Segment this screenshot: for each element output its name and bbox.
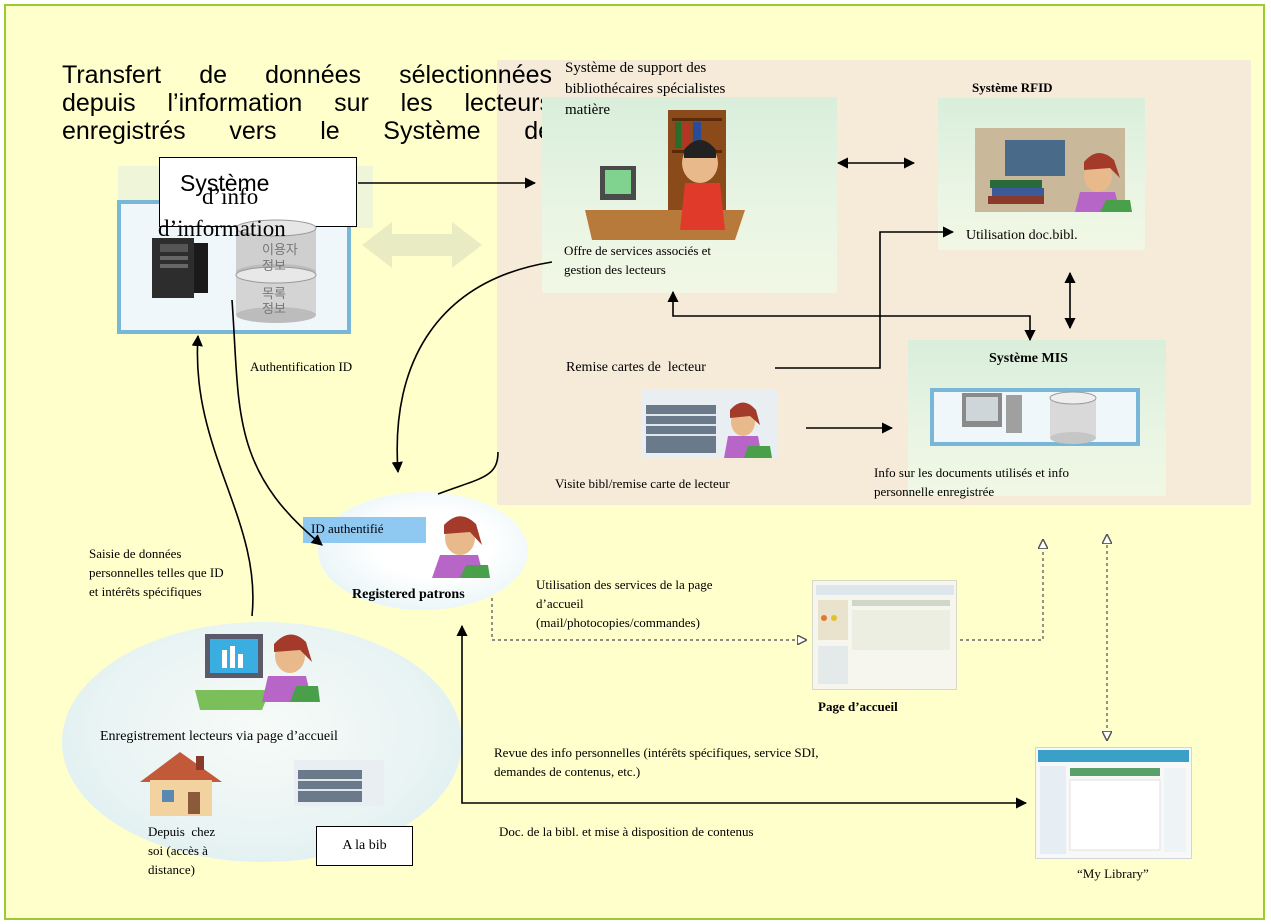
library-building-visit-illustration [641, 390, 777, 458]
depuis-label: Depuis chez soi (accès à distance) [148, 824, 216, 877]
arrow-patrons-mylibrary [456, 624, 1028, 809]
visite-bibl-label: Visite bibl/remise carte de lecteur [555, 476, 730, 491]
info-label-overflow: d’information [158, 216, 286, 241]
user-at-computer-icon [195, 634, 320, 710]
doc-bibl-label: Doc. de la bibl. et mise à disposition d… [499, 824, 754, 839]
dotted-arrows [491, 535, 1107, 740]
registered-patrons-label: Registered patrons [352, 587, 465, 602]
info-label-line2: d’info [202, 184, 258, 209]
db-label-catalog: 목록 [262, 286, 286, 301]
mis-system-title: Système MIS [989, 351, 1068, 366]
remise-cartes-label: Remise cartes de lecteur [566, 360, 706, 375]
db-label-catalog-2: 정보 [262, 301, 286, 316]
arrow-input-to-info [191, 334, 254, 617]
mis-computer-icon [962, 391, 1097, 444]
info-system-label-box: Système [159, 157, 357, 227]
arrow-patrons-homepage [491, 598, 806, 640]
my-library-thumbnail [1038, 750, 1189, 854]
arrow-support-to-patrons [391, 261, 553, 474]
arrow-cards-rfid [775, 226, 955, 369]
arrow-homepage-mis [960, 540, 1043, 641]
registered-patrons-ellipse [318, 492, 528, 610]
curve-patrons-panel [437, 451, 499, 495]
a-la-bib-box: A la bib [316, 826, 413, 866]
library-building-icon [294, 760, 384, 806]
saisie-label: Saisie de données personnelles telles qu… [89, 546, 224, 599]
authentification-label: Authentification ID [250, 359, 353, 374]
rfid-system-title: Système RFID [972, 80, 1053, 95]
patron-woman-icon [432, 516, 490, 578]
database-icon: 이용자 정보 목록 정보 [235, 219, 317, 323]
homepage-thumbnail [816, 585, 954, 684]
db-label-user-info: 이용자 [262, 242, 298, 257]
enregistrement-label: Enregistrement lecteurs via page d’accue… [100, 729, 338, 744]
my-library-label: “My Library” [1077, 866, 1149, 881]
arrow-mis-support [667, 290, 1036, 342]
page-title: Transfert de données sélectionnées depui… [62, 61, 552, 145]
connector-arrows [191, 157, 1076, 809]
mis-system-caption: Info sur les documents utilisés et info … [874, 465, 1069, 499]
rfid-system-caption: Utilisation doc.bibl. [966, 228, 1078, 243]
id-authentifie-box: ID authentifié [303, 517, 426, 543]
rfid-illustration [975, 128, 1132, 212]
data-exchange-arrow [362, 222, 482, 268]
server-icon [152, 238, 208, 298]
support-system-caption: Offre de services associés et gestion de… [564, 243, 712, 277]
support-system-title: Système de support des bibliothécaires s… [565, 60, 726, 118]
arrow-auth-to-id [231, 299, 323, 546]
db-label-user-info-2: 정보 [262, 258, 286, 273]
home-icon [140, 752, 222, 816]
librarian-at-desk-illustration [585, 110, 745, 240]
